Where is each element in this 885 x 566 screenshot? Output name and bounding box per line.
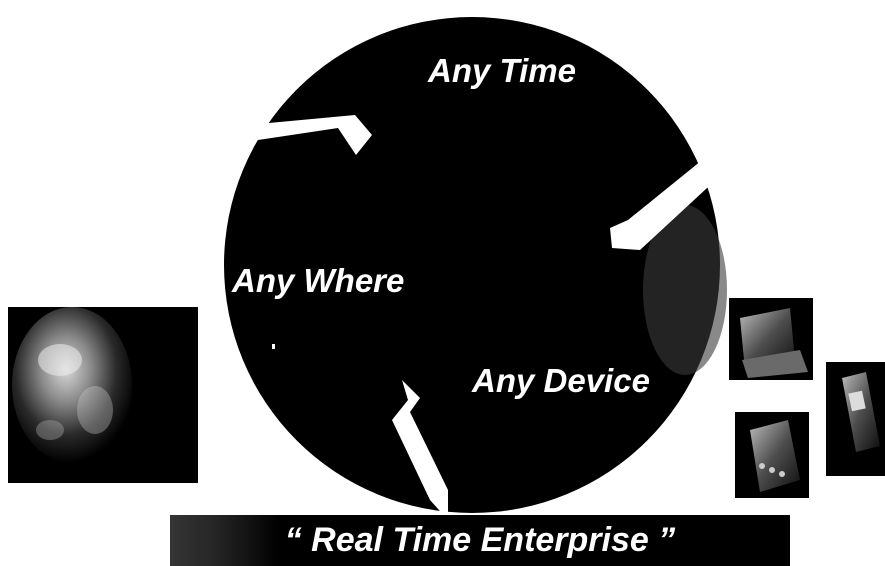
mobile-phone-photo: [826, 362, 885, 476]
banner-texture: [170, 515, 280, 566]
label-any-time: Any Time: [428, 52, 576, 89]
label-any-where: Any Where: [232, 262, 405, 299]
circle-speck: [272, 344, 275, 349]
arrow-chevron-bottom: [392, 380, 448, 520]
label-any-device: Any Device: [472, 362, 650, 399]
laptop-photo: [729, 298, 813, 380]
arrow-chevron-top-left: [215, 115, 372, 155]
banner: “ Real Time Enterprise ”: [170, 515, 790, 566]
handheld-device-photo: [735, 412, 809, 498]
arrow-chevron-right: [610, 152, 735, 250]
banner-title: “ Real Time Enterprise ”: [284, 521, 676, 559]
circle-texture-patch: [643, 205, 727, 375]
earth-globe-photo: [8, 307, 198, 483]
